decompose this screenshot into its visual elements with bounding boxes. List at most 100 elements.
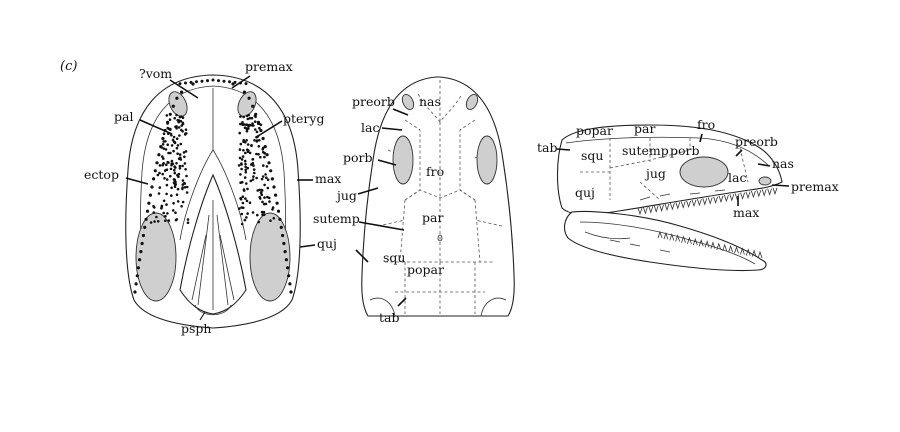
- denticle: [262, 210, 266, 214]
- denticle: [181, 121, 185, 125]
- label-tab-dorsal: tab: [379, 310, 399, 325]
- denticle: [252, 175, 255, 178]
- denticle: [264, 202, 268, 206]
- denticle: [164, 214, 167, 218]
- denticle: [263, 155, 266, 159]
- lateral-view: tab popar par fro preorb squ sutemp porb…: [537, 117, 839, 272]
- denticle: [265, 176, 268, 179]
- vomer-suture-left: [179, 149, 214, 241]
- denticle: [240, 158, 244, 161]
- denticle: [259, 155, 262, 159]
- denticle: [179, 119, 183, 123]
- denticle: [184, 128, 188, 131]
- denticle: [243, 159, 247, 163]
- denticle: [256, 189, 260, 192]
- lateral-skull-table: [565, 136, 769, 166]
- denticle: [157, 153, 161, 157]
- denticle: [245, 129, 249, 133]
- tooth: [670, 202, 675, 211]
- orbit-left: [392, 135, 414, 185]
- denticle: [163, 169, 167, 172]
- denticle: [260, 193, 264, 197]
- denticle: [181, 183, 185, 186]
- tooth: [728, 244, 733, 253]
- tooth: [710, 241, 716, 249]
- tooth: [687, 236, 692, 245]
- denticle: [271, 206, 275, 209]
- label-lac: lac: [361, 120, 379, 135]
- denticle: [255, 130, 259, 134]
- denticle: [238, 131, 241, 135]
- denticle: [189, 80, 193, 84]
- denticle: [183, 155, 186, 159]
- denticle: [169, 167, 173, 171]
- tooth: [680, 201, 686, 209]
- denticle: [165, 114, 169, 117]
- denticle: [206, 79, 209, 83]
- denticle: [173, 183, 177, 186]
- tooth: [772, 187, 778, 196]
- denticle: [249, 123, 252, 127]
- denticle: [169, 174, 172, 178]
- denticle: [184, 150, 188, 153]
- denticle: [257, 145, 261, 148]
- denticle: [241, 121, 244, 124]
- denticle: [263, 196, 266, 199]
- denticle: [252, 124, 255, 127]
- denticle: [240, 162, 243, 165]
- label-nas-lateral: nas: [772, 156, 794, 171]
- denticle: [257, 220, 261, 224]
- label-preorb: preorb: [352, 94, 395, 109]
- denticle: [165, 178, 169, 181]
- tooth: [713, 196, 718, 204]
- denticle: [166, 122, 169, 125]
- denticle: [185, 132, 188, 135]
- denticle: [173, 185, 177, 189]
- denticle: [180, 205, 183, 208]
- tooth: [716, 242, 722, 250]
- lateral-upper-teeth: [637, 187, 778, 216]
- label-par: par: [422, 210, 443, 225]
- denticle: [268, 200, 271, 203]
- tooth: [704, 240, 710, 248]
- label-squ: squ: [383, 250, 405, 265]
- label-pteryg: pteryg: [283, 111, 324, 126]
- denticle: [245, 128, 249, 131]
- tooth: [734, 246, 739, 254]
- dorsal-otic-notch: [369, 297, 507, 317]
- tooth: [681, 235, 686, 243]
- denticle: [260, 188, 263, 192]
- denticle: [238, 148, 242, 151]
- denticle: [175, 96, 179, 100]
- denticle: [186, 221, 190, 224]
- denticle: [161, 155, 164, 158]
- denticle: [173, 171, 177, 175]
- denticle: [248, 151, 252, 155]
- denticle: [177, 126, 181, 129]
- denticle: [173, 141, 177, 144]
- tooth: [686, 200, 691, 208]
- denticle: [143, 225, 147, 229]
- leader-jug: [357, 187, 379, 195]
- denticle: [166, 126, 170, 130]
- label-ectop: ectop: [84, 167, 119, 182]
- denticle: [250, 163, 253, 166]
- denticle: [242, 189, 246, 192]
- label-preorb-lateral: preorb: [735, 134, 778, 149]
- denticle: [170, 144, 174, 147]
- denticle: [211, 78, 215, 82]
- denticle: [178, 153, 182, 156]
- label-porb: porb: [343, 150, 373, 165]
- denticle: [245, 216, 248, 219]
- label-fro-lateral: fro: [697, 117, 715, 132]
- denticle: [249, 179, 253, 183]
- label-premax-lateral: premax: [791, 179, 839, 194]
- leader-porb: [377, 159, 397, 166]
- denticle: [181, 179, 185, 182]
- denticle: [255, 140, 259, 143]
- leader-preorb: [392, 108, 409, 116]
- denticle: [272, 217, 276, 220]
- orbit-right: [476, 135, 498, 185]
- tooth: [751, 249, 757, 257]
- denticle: [160, 205, 163, 209]
